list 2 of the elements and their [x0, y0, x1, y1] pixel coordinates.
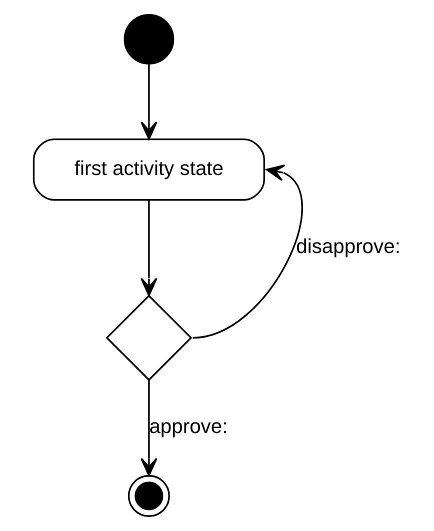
edge-label: disapprove:: [296, 236, 400, 258]
edge-label: approve:: [148, 416, 228, 438]
